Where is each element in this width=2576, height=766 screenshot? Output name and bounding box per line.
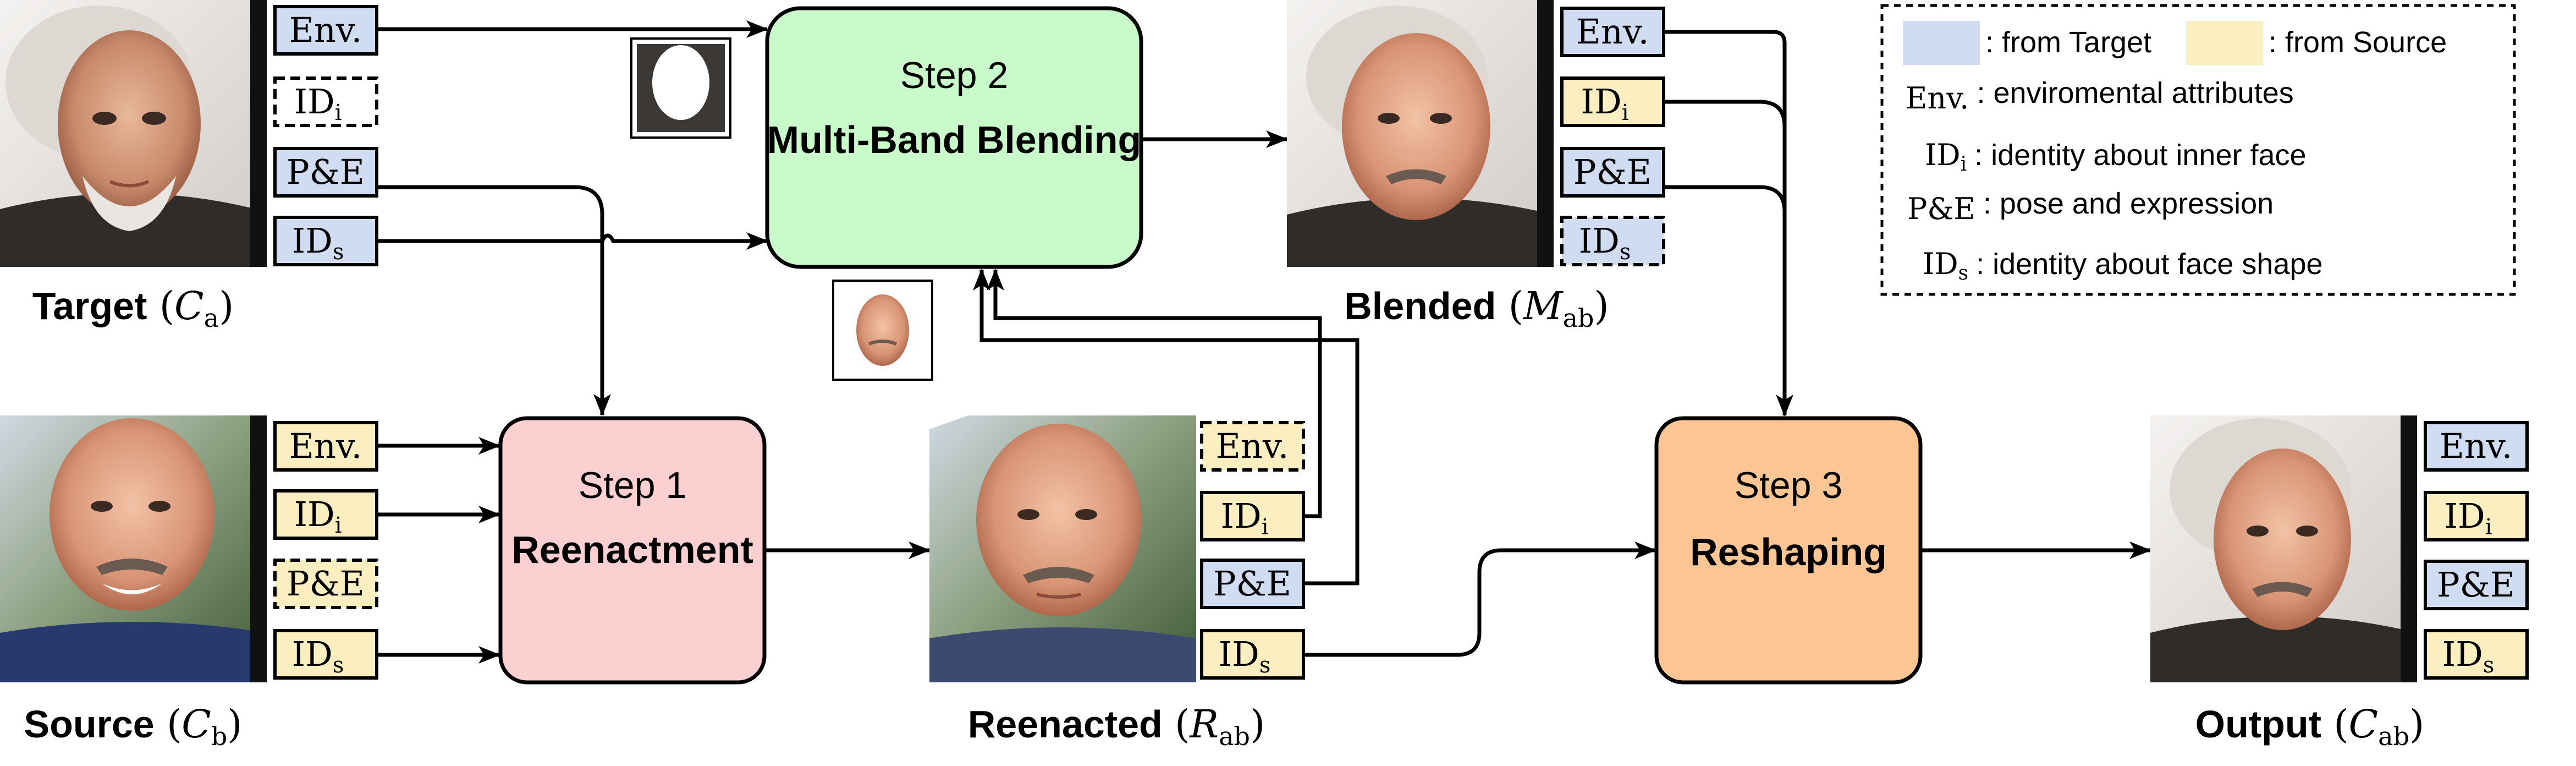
reenacted-tag-env-text: Env. xyxy=(1216,426,1289,466)
arrow-blended-idi-to-step3 xyxy=(1664,100,1787,127)
arrow-target-ids-to-step2 xyxy=(376,232,768,250)
legend-row-ids: IDs: identity about face shape xyxy=(1923,247,2323,284)
step3-title: Step 3 xyxy=(1735,464,1843,506)
source-caption: Source (Cb) xyxy=(24,702,242,751)
arrow-reenacted-ids-to-step3 xyxy=(1302,541,1656,657)
masked-target-thumbnail xyxy=(630,37,731,139)
output-tag-ids-text: IDs xyxy=(2442,634,2495,678)
reenacted-tag-idi-text: IDi xyxy=(1221,496,1269,540)
arrow-reenacted-pe-to-step2 xyxy=(973,269,1359,586)
step1-name: Reenactment xyxy=(511,528,753,571)
legend-border xyxy=(1880,4,2516,296)
step2-title: Step 2 xyxy=(900,54,1009,96)
source-image xyxy=(0,415,267,682)
source-tags: Env. IDi P&E IDs xyxy=(273,421,378,680)
output-tag-pe-text: P&E xyxy=(2437,565,2515,605)
blended-tag-idi-text: IDi xyxy=(1581,81,1629,125)
output-tag-idi xyxy=(2424,491,2529,541)
reenacted-caption: Reenacted (Rab) xyxy=(968,702,1265,751)
target-caption: Target (Ca) xyxy=(32,283,234,333)
step3-box: Step 3 Reshaping xyxy=(1654,416,1923,685)
source-tag-pe xyxy=(273,559,378,609)
step2-box: Step 2 Multi-Band Blending xyxy=(765,6,1143,269)
blended-tags: Env. IDi P&E IDs xyxy=(1560,7,1665,266)
output-tag-env xyxy=(2424,421,2529,472)
source-tag-idi-text: IDi xyxy=(294,494,342,538)
reenacted-tag-env xyxy=(1200,421,1305,472)
source-tag-env-text: Env. xyxy=(289,426,362,466)
target-tag-ids-text: IDs xyxy=(292,221,344,265)
output-tags: Env. IDi P&E IDs xyxy=(2424,421,2529,680)
blended-tag-env xyxy=(1560,7,1665,57)
blended-tag-ids-text: IDs xyxy=(1579,221,1631,265)
target-tag-idi xyxy=(273,76,378,127)
arrow-reenacted-idi-to-step2 xyxy=(987,269,1322,518)
output-tag-ids xyxy=(2424,629,2529,680)
target-tag-env xyxy=(273,5,378,56)
legend-row-idi: IDi: identity about inner face xyxy=(1925,138,2307,176)
output-tag-idi-text: IDi xyxy=(2445,496,2492,540)
source-tag-ids-text: IDs xyxy=(292,634,344,678)
legend: : from Target : from Source Env.: enviro… xyxy=(1880,4,2516,296)
reenacted-tags: Env. IDi P&E IDs xyxy=(1200,421,1305,680)
target-tag-pe-text: P&E xyxy=(287,152,365,192)
target-tag-env-text: Env. xyxy=(289,10,362,50)
target-tag-idi-text: IDi xyxy=(294,81,342,125)
output-tag-env-text: Env. xyxy=(2440,426,2513,466)
target-image xyxy=(0,0,267,267)
step1-box: Step 1 Reenactment xyxy=(498,416,767,685)
blended-image xyxy=(1287,0,1554,267)
legend-swatch-source xyxy=(2186,21,2263,65)
target-tag-ids xyxy=(273,216,378,266)
source-tag-env xyxy=(273,421,378,472)
output-image xyxy=(2150,415,2417,682)
reenacted-tag-idi xyxy=(1200,491,1305,541)
reenacted-tag-ids-text: IDs xyxy=(1219,634,1271,678)
blended-caption: Blended (Mab) xyxy=(1344,283,1609,333)
target-tags: Env. IDi P&E IDs xyxy=(273,5,378,266)
target-tag-pe xyxy=(273,147,378,198)
reenacted-tag-ids xyxy=(1200,629,1305,680)
source-tag-ids xyxy=(273,629,378,680)
legend-swatch-target xyxy=(1903,21,1980,65)
source-tag-pe-text: P&E xyxy=(287,563,365,604)
reenacted-image xyxy=(929,415,1196,682)
legend-from-source: : from Source xyxy=(2269,26,2447,59)
arrow-blended-pe-to-step3 xyxy=(1664,185,1793,417)
source-tag-idi xyxy=(273,489,378,540)
arrow-target-pe-to-step1 xyxy=(376,185,611,416)
reenacted-tag-pe-text: P&E xyxy=(1213,563,1291,604)
face-crop-thumbnail xyxy=(832,280,933,381)
legend-row-env: Env.: enviromental attributes xyxy=(1906,76,2294,116)
step2-name: Multi-Band Blending xyxy=(767,118,1141,161)
blended-tag-ids xyxy=(1560,216,1665,266)
connectors xyxy=(376,20,2151,664)
blended-tag-env-text: Env. xyxy=(1576,12,1649,52)
blended-tag-pe xyxy=(1560,147,1665,198)
legend-row-pe: P&E: pose and expression xyxy=(1907,187,2274,226)
blended-tag-idi xyxy=(1560,76,1665,127)
reenacted-tag-pe xyxy=(1200,559,1305,609)
step1-title: Step 1 xyxy=(579,464,687,506)
arrow-blended-env-to-step3 xyxy=(1664,30,1787,385)
step3-name: Reshaping xyxy=(1690,530,1887,573)
legend-from-target: : from Target xyxy=(1985,26,2151,59)
output-tag-pe xyxy=(2424,560,2529,610)
blended-tag-pe-text: P&E xyxy=(1573,152,1652,192)
output-caption: Output (Cab) xyxy=(2195,702,2425,751)
